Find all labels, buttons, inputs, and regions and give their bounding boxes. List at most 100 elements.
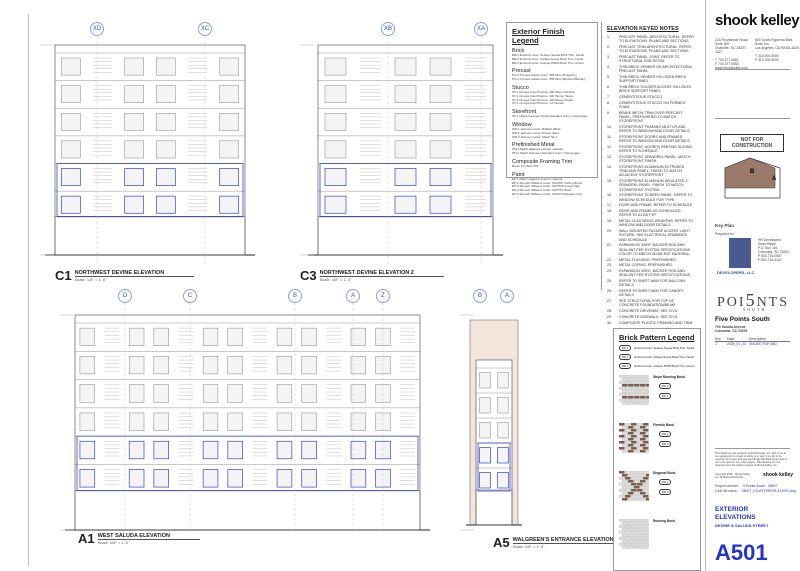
window <box>429 168 452 186</box>
window <box>227 412 243 431</box>
note-text: STOREFRONT FRAMING MULTI-PLANE. REFER TO… <box>619 125 690 134</box>
window <box>153 440 169 460</box>
finish-group-title: Stucco <box>512 84 529 91</box>
window <box>227 356 243 375</box>
finish-item: ST-2 Omega Color/Texture: 400 Tanner Tau… <box>512 93 574 98</box>
brick-pattern: Running Bond <box>619 519 695 561</box>
note-number: 3. <box>607 55 610 59</box>
window <box>156 57 176 76</box>
window <box>129 412 145 431</box>
window <box>124 113 144 131</box>
window <box>60 168 81 186</box>
note-text: THIN BRICK VENEER ON L/SIGN BRICK SUPPOR… <box>619 75 687 84</box>
grid-bubble-d: D <box>118 289 132 303</box>
project-name: Five Points South <box>715 316 770 323</box>
window <box>276 440 293 460</box>
window <box>124 140 144 159</box>
grid-bubble-xa: XA <box>474 22 488 36</box>
keyed-note: 10.STOREFRONT FRAMING MULTI-PLANE. REFER… <box>607 125 694 133</box>
window <box>153 384 169 403</box>
window <box>124 57 144 76</box>
finish-item: EP-1 Match adjacent exterior material <box>512 176 563 181</box>
window <box>129 384 145 403</box>
note-number: 29. <box>607 315 612 319</box>
note-text: STOREFRONT DOOR(S) PARTING SLIDING. REFE… <box>619 145 694 154</box>
window <box>301 440 317 460</box>
window <box>219 195 240 214</box>
finish-item: WD-1 Jeld-wen Color: Brilliant White <box>512 126 561 131</box>
note-number: 8. <box>607 100 610 105</box>
note-number: 25. <box>607 279 612 284</box>
finish-group-title: Paint <box>512 171 525 178</box>
window <box>79 469 96 488</box>
window <box>301 384 317 403</box>
window <box>429 195 452 214</box>
pattern-name: Diagonal Bond <box>653 471 676 475</box>
notes-title: ELEVATION KEYED NOTES <box>607 26 679 32</box>
keyed-note: 19.METAL CLAD WOOD WINDOWS. REFER TO WIN… <box>607 219 694 227</box>
note-number: 20. <box>607 229 612 234</box>
window <box>497 422 509 439</box>
finish-item: ST-4 Omega Color/Texture: 14 Canvas <box>512 101 564 106</box>
keyed-note: 15.STOREFRONT ALUMINUM INSULATED 1" SPAN… <box>607 179 694 192</box>
sheet-title: EXTERIOR ELEVATIONS <box>715 506 756 521</box>
keyed-note: 6.THIN BRICK SOLDIER ACCENT ON L/SIGN BR… <box>607 85 694 93</box>
keyed-note: 17. DOOR AND FRAME. REFER TO SCHEDULE <box>607 203 694 207</box>
finish-item: PC-2 Precast Hollow Color: 555 Misc (Bam… <box>512 77 586 82</box>
keyed-note: 16.STOREFRONT SCREEN PANEL. REFER TO WIN… <box>607 193 694 201</box>
note-text: STOREFRONT ALUMINUM EXTRUDED TRIM AND PA… <box>619 165 685 178</box>
window <box>497 397 509 414</box>
window <box>350 412 366 431</box>
window <box>479 372 491 389</box>
grid-bubble-xd: XD <box>90 22 104 36</box>
window <box>202 469 219 488</box>
note-number: 12. <box>607 145 612 149</box>
keyed-note: 9.BRAKE METAL TRIM OVER PRECAST PANEL, P… <box>607 111 694 124</box>
grid-bubble-a5-b: B <box>473 289 487 303</box>
note-text: METAL COPING, PREFINISHED <box>619 263 672 268</box>
note-text: PRECAST PANEL-ARCHITECTURAL. REFER TO EL… <box>619 35 694 44</box>
keyed-note: 24.EXPANSION JOINT, BACKER ROD AND SEALA… <box>607 269 694 277</box>
window <box>202 384 219 403</box>
keyed-note: 20.WALL MOUNTED FACADE ACCENT LIGHT FIXT… <box>607 229 694 242</box>
brick-pattern-swatch <box>619 471 649 501</box>
window <box>394 195 417 214</box>
window <box>479 422 491 439</box>
window <box>79 327 95 346</box>
finish-item: ST-3 Omega Color/Texture: 400 Desert Roa… <box>512 97 573 102</box>
note-number: 9. <box>607 110 610 115</box>
view-name: WALGREEN'S ENTRANCE ELEVATION <box>512 537 614 544</box>
note-text: METAL FLASHING, PREFINISHED <box>619 257 676 262</box>
window <box>153 356 169 375</box>
note-text: CEMENTITIOUS STUCCO <box>619 95 663 99</box>
window <box>301 469 317 488</box>
finish-item: PM-1 Match adjacent exterior material <box>512 147 563 152</box>
note-number: 2. <box>607 45 610 49</box>
elevation-keyed-notes: ELEVATION KEYED NOTES 1.PRECAST PANEL-AR… <box>601 22 699 325</box>
window <box>324 85 347 103</box>
brick-desc: Endicott Color: Sahara Suede Brick Thin,… <box>634 355 694 359</box>
project-number: Project number:5 Points South - 08007 <box>715 484 778 488</box>
a1-facade <box>74 314 421 531</box>
finish-group-title: Brick <box>512 48 525 54</box>
note-text: DOOR AND FRAME AS SCHEDULED. REFER TO A1… <box>619 209 682 218</box>
note-text: STOREFRONT SPANDREL PANEL. MATCH STOREFR… <box>619 155 691 164</box>
note-text: DOOR AND FRAME. REFER TO SCHEDULE <box>619 203 693 208</box>
brick-pattern-swatch <box>619 375 649 405</box>
note-number: 23. <box>607 263 612 268</box>
window <box>350 384 366 403</box>
finish-item: PC-1 Precast Hollow Color: 555 Misc (Rid… <box>512 73 577 78</box>
note-number: 17. <box>607 203 612 208</box>
window <box>79 412 95 431</box>
finish-item: WD-2 Jeld-wen Color: Desert Sand <box>512 130 559 135</box>
window <box>429 113 452 131</box>
window <box>156 140 176 159</box>
note-number: 26. <box>607 289 612 294</box>
